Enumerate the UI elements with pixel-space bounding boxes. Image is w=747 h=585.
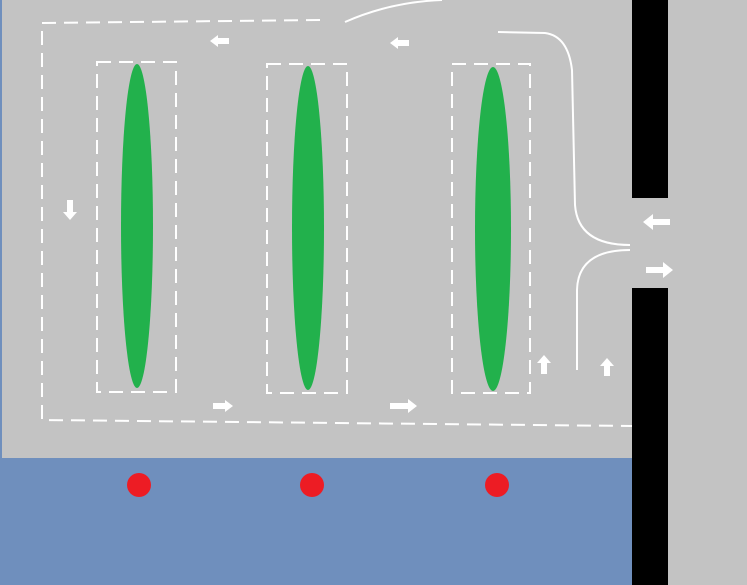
bay-marking-1 <box>96 61 177 393</box>
arrow-up-icon <box>537 355 551 374</box>
curb-line-exit <box>576 249 631 370</box>
curb-line-entry <box>497 31 631 246</box>
marker-2 <box>300 473 324 497</box>
planter-3 <box>475 67 511 391</box>
arrow-left-icon <box>643 214 670 230</box>
arrow-right-icon <box>213 400 233 412</box>
outer-lane-marking <box>41 19 633 427</box>
dashed-markings <box>41 19 633 427</box>
solid-markings <box>344 0 631 370</box>
marker-3 <box>485 473 509 497</box>
markers <box>127 473 509 497</box>
arrow-right-icon <box>646 262 673 278</box>
planters <box>121 64 511 391</box>
planter-1 <box>121 64 153 388</box>
left-edge <box>0 0 2 458</box>
arrow-right-icon <box>390 399 417 413</box>
arrow-down-icon <box>63 200 77 220</box>
marker-1 <box>127 473 151 497</box>
bay-marking-3 <box>451 63 531 394</box>
arrow-left-icon <box>210 35 229 47</box>
wall-upper <box>632 0 668 198</box>
arrow-up-icon <box>600 358 614 376</box>
direction-arrows <box>63 35 673 413</box>
arrow-left-icon <box>390 37 409 49</box>
bay-marking-2 <box>266 63 348 394</box>
wall-lower <box>632 288 668 585</box>
curb-line-top <box>344 0 443 23</box>
planter-2 <box>292 66 324 390</box>
